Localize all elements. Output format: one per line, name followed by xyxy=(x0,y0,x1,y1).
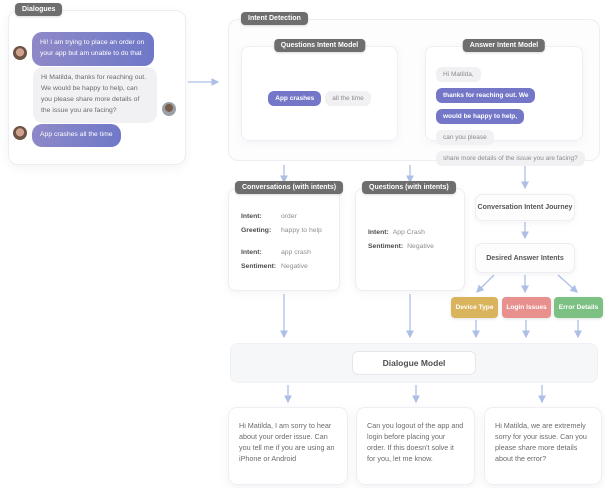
conversations-with-intents-tag: Conversations (with intents) xyxy=(235,181,344,194)
chat-message-user: Hi! I am trying to place an order on you… xyxy=(32,32,154,66)
token-plain: share more details of the issue you are … xyxy=(436,151,585,166)
row-label: Sentiment: xyxy=(241,263,277,270)
intent-row: Intent: order xyxy=(241,213,327,220)
response-box: Can you logout of the app and login befo… xyxy=(356,407,475,485)
answer-intent-model-tag: Answer Intent Model xyxy=(462,39,546,52)
row-value: order xyxy=(281,213,297,220)
token-highlighted: App crashes xyxy=(268,91,322,106)
intent-row: Intent: App Crash xyxy=(368,229,452,236)
chat-message-agent: Hi Matilda, thanks for reaching out. We … xyxy=(33,67,157,123)
row-value: Negative xyxy=(407,243,434,250)
row-value: Negative xyxy=(281,263,308,270)
row-label: Intent: xyxy=(241,249,262,256)
conversation-intent-journey-box: Conversation Intent Journey xyxy=(475,194,575,221)
sentiment-row: Sentiment: Negative xyxy=(368,243,452,250)
answer-tokens: Hi Matilda, thanks for reaching out. We wo… xyxy=(434,63,585,168)
questions-with-intents-box: Questions (with intents) Intent: App Cra… xyxy=(355,181,465,291)
token-plain: all the time xyxy=(325,91,371,106)
response-box: Hi Matilda, I am sorry to hear about you… xyxy=(228,407,348,485)
agent-avatar xyxy=(162,102,176,116)
dialogue-model-container: Dialogue Model xyxy=(230,343,598,383)
arrow-desired-to-device xyxy=(476,274,495,293)
device-type-tag: Device Type xyxy=(451,297,498,318)
dialogue-model-box: Dialogue Model xyxy=(351,351,477,375)
token-highlighted: thanks for reaching out. We xyxy=(436,88,536,103)
row-label: Intent: xyxy=(368,229,389,236)
questions-rows: Intent: App Crash Sentiment: Negative xyxy=(356,189,464,250)
questions-with-intents-tag: Questions (with intents) xyxy=(362,181,456,194)
token-plain: Hi Matilda, xyxy=(436,67,481,82)
dialogues-panel: Dialogues Hi! I am trying to place an or… xyxy=(8,3,186,165)
intent-detection-panel: Intent Detection Questions Intent Model … xyxy=(228,12,600,166)
sentiment-row: Sentiment: Negative xyxy=(241,263,327,270)
conversations-with-intents-box: Conversations (with intents) Intent: ord… xyxy=(228,181,344,291)
customer-avatar xyxy=(13,126,27,140)
arrow-desired-to-error xyxy=(557,274,578,293)
row-value: happy to help xyxy=(281,227,322,234)
intent-detection-tag: Intent Detection xyxy=(241,12,308,25)
row-label: Intent: xyxy=(241,213,262,220)
login-issues-tag: Login Issues xyxy=(502,297,551,318)
desired-answer-intents-box: Desired Answer Intents xyxy=(475,243,575,273)
customer-avatar xyxy=(13,46,27,60)
token-highlighted: would be happy to help, xyxy=(436,109,525,124)
greeting-row: Greeting: happy to help xyxy=(241,227,327,234)
chat-message-user: App crashes all the time xyxy=(32,124,121,147)
row-label: Sentiment: xyxy=(368,243,404,250)
row-value: app crash xyxy=(281,249,311,256)
error-details-tag: Error Details xyxy=(554,297,603,318)
row-value: App Crash xyxy=(392,229,425,236)
conversations-rows: Intent: order Greeting: happy to help In… xyxy=(229,189,339,270)
questions-intent-model-tag: Questions Intent Model xyxy=(273,39,366,52)
dialogues-tag: Dialogues xyxy=(15,3,63,16)
row-label: Greeting: xyxy=(241,227,272,234)
intent-row: Intent: app crash xyxy=(241,249,327,256)
response-box: Hi Matilda, we are extremely sorry for y… xyxy=(484,407,602,485)
answer-intent-model-box: Answer Intent Model Hi Matilda, thanks fo… xyxy=(425,39,585,166)
token-plain: can you please xyxy=(436,130,494,145)
